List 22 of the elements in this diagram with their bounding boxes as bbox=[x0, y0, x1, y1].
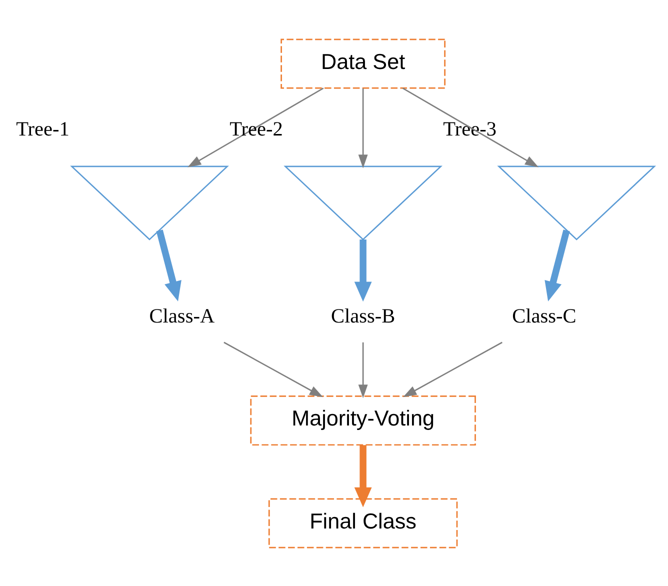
node-picture bbox=[70, 165, 229, 240]
node-text: Class-C bbox=[512, 305, 576, 328]
arrow bbox=[402, 87, 539, 167]
arrow bbox=[358, 342, 368, 398]
node-text: Class-B bbox=[330, 305, 396, 328]
node-label: Tree-1 bbox=[16, 118, 70, 140]
arrow bbox=[224, 341, 324, 397]
arrow bbox=[188, 87, 324, 167]
node-label: Tree-3 bbox=[443, 118, 496, 140]
arrow bbox=[403, 341, 502, 397]
node-text: Class-A bbox=[149, 305, 215, 328]
arrow bbox=[354, 239, 372, 302]
arrow bbox=[358, 88, 368, 168]
node-label: Tree-2 bbox=[230, 118, 283, 140]
arrow bbox=[156, 229, 182, 301]
node-picture bbox=[497, 165, 656, 240]
arrow bbox=[354, 444, 372, 507]
node-box: Final Class bbox=[268, 498, 458, 548]
node-box: Majority-Voting bbox=[250, 395, 476, 446]
arrow bbox=[544, 229, 570, 301]
node-picture bbox=[284, 165, 442, 240]
node-box: Data Set bbox=[280, 38, 446, 88]
